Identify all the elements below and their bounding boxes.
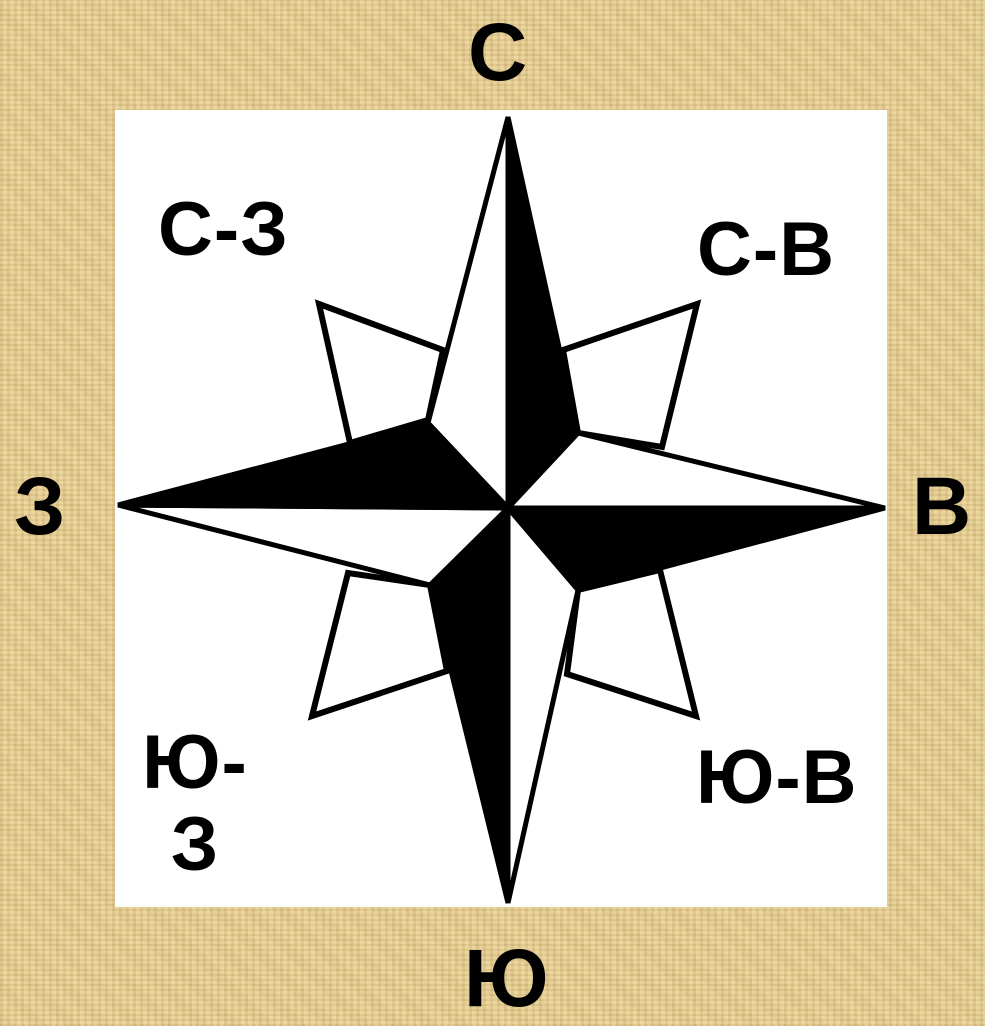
label-southwest: Ю-З <box>120 722 270 886</box>
label-northeast: С-В <box>697 212 835 288</box>
point-northeast <box>563 304 697 447</box>
label-east: В <box>912 466 972 548</box>
label-northwest: С-З <box>158 192 289 268</box>
point-southwest <box>312 573 447 716</box>
label-west: З <box>14 466 66 548</box>
label-north: С <box>468 12 528 94</box>
east-point-light <box>508 433 885 508</box>
label-southeast: Ю-В <box>696 740 858 816</box>
point-southeast <box>567 570 696 716</box>
label-south: Ю <box>464 938 550 1020</box>
